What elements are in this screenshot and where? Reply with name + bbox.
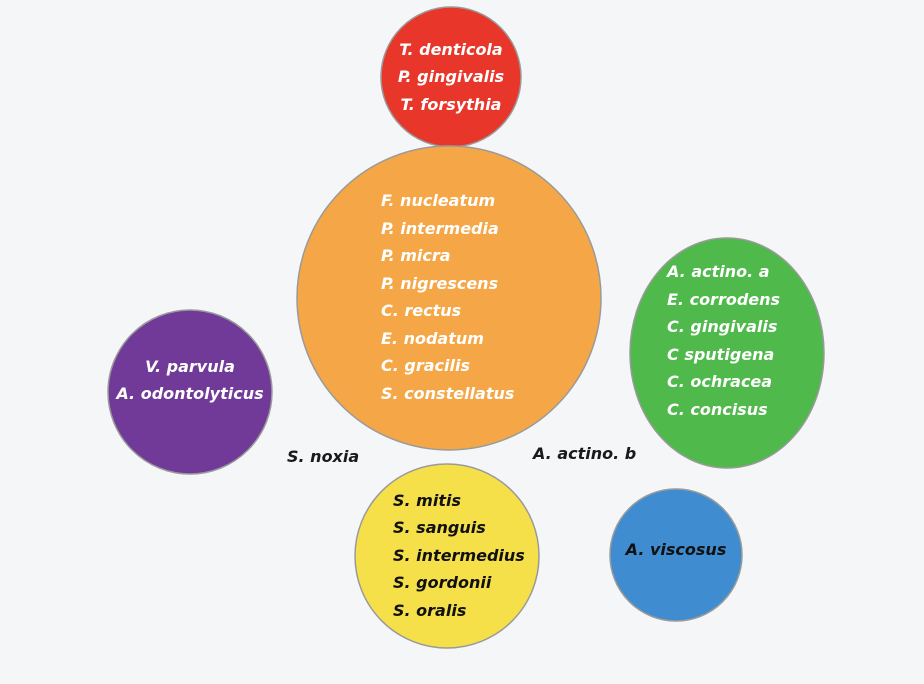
species-label: S. intermedius [393,545,525,565]
s-noxia-label: S. noxia [287,447,360,466]
red-complex-species: T. denticola P. gingivalis T. forsythia [381,35,521,119]
species-label: A. actino. a [667,262,770,281]
species-label: C. ochracea [667,372,773,391]
purple-complex-species: V. parvula A. odontolyticus [105,352,275,408]
species-label: S. constellatus [381,383,515,403]
species-label: C. rectus [381,301,462,320]
green-complex-circle [629,237,825,469]
yellow-complex-species: S. mitis S. sanguis S. intermedius S. go… [393,487,533,624]
species-label: E. nodatum [381,328,484,348]
orange-complex-species: F. nucleatum P. intermedia P. micra P. n… [381,187,551,407]
species-label: P. micra [381,246,451,265]
a-actino-b-label: A. actino. b [533,444,637,463]
yellow-complex-circle [354,463,540,649]
species-label: P. nigrescens [381,273,499,293]
species-label: T. denticola [399,39,503,59]
species-label: S. sanguis [393,518,486,538]
species-label: F. nucleatum [381,191,496,210]
purple-complex-circle [107,309,273,475]
orange-complex-circle [296,145,602,451]
species-label: S. oralis [393,600,467,620]
species-label: A. odontolyticus [116,384,264,403]
species-label: S. gordonii [393,573,492,593]
species-label: E. corrodens [667,289,781,309]
species-label: P. gingivalis [397,67,505,87]
species-label: P. intermedia [381,218,499,238]
species-label: C sputigena [667,344,775,364]
species-label: C. gracilis [381,356,470,375]
species-label: A. viscosus [625,540,727,560]
blue-complex-circle [609,488,743,622]
species-label: S. mitis [393,490,461,510]
species-label: C. concisus [667,399,768,419]
species-label: V. parvula [145,356,235,376]
green-complex-species: A. actino. a E. corrodens C. gingivalis … [667,258,797,423]
species-label: C. gingivalis [667,317,778,336]
species-label: T. forsythia [400,94,502,114]
blue-complex-species: A. viscosus [616,536,736,564]
